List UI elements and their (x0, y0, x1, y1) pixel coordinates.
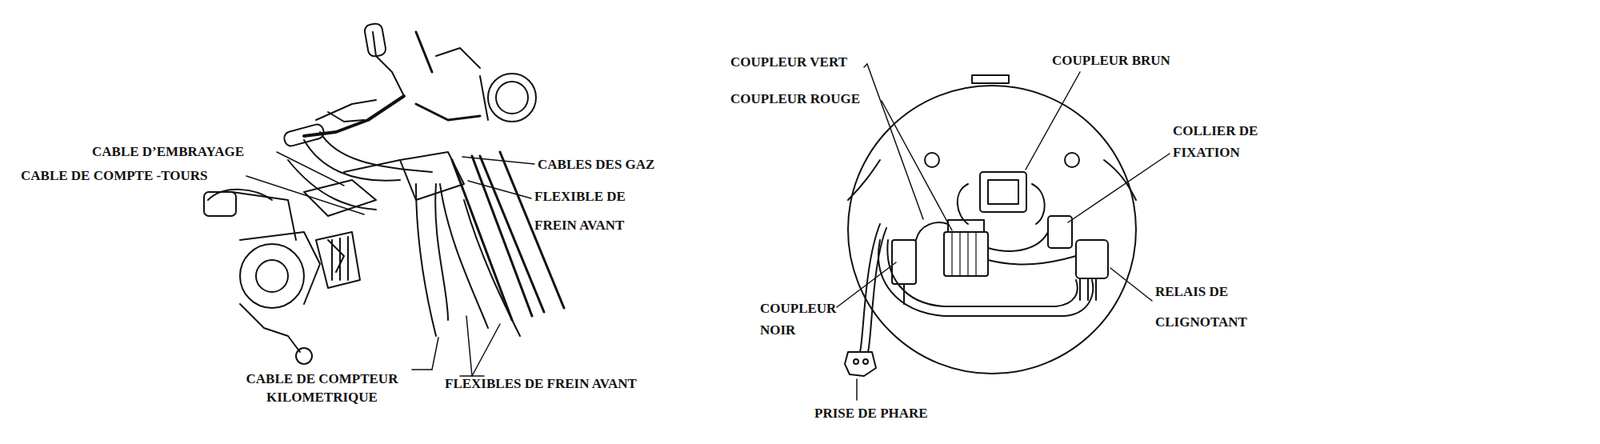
part-label: COUPLEUR NOIR (760, 297, 848, 341)
part-label: COLLIER DE FIXATION (1172, 120, 1277, 164)
part-label: COUPLEUR VERT (730, 51, 848, 73)
part-label: RELAIS DE CLIGNOTANT (1155, 276, 1260, 338)
part-label: FLEXIBLE DE FREIN AVANT (534, 182, 647, 240)
part-label: CABLE DE COMPTEUR KILOMETRIQUE (232, 369, 412, 407)
part-label: COUPLEUR ROUGE (730, 88, 860, 110)
part-label: FLEXIBLES DE FREIN AVANT (444, 372, 637, 395)
part-label: CABLE D’EMBRAYAGE (92, 140, 244, 163)
part-label: PRISE DE PHARE (814, 402, 928, 424)
part-label: COUPLEUR BRUN (1052, 49, 1171, 72)
part-label: CABLES DES GAZ (537, 153, 655, 176)
part-label: CABLE DE COMPTE -TOURS (20, 164, 208, 187)
